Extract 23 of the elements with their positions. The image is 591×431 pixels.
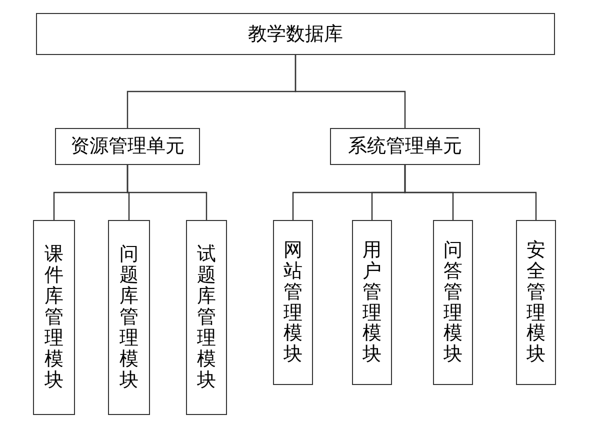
module-box — [516, 220, 556, 385]
connector-line — [126, 165, 208, 220]
unit-box — [55, 128, 200, 165]
module-box — [33, 220, 75, 415]
vertical-label: 试题库管理模块 — [197, 244, 216, 391]
vertical-label: 网站管理模块 — [284, 240, 302, 366]
connector-line — [294, 55, 406, 128]
connector-line — [404, 165, 537, 220]
box-label: 资源管理单元 — [70, 134, 184, 160]
module-box — [352, 220, 392, 385]
module-box — [186, 220, 227, 415]
vertical-label: 安全管理模块 — [526, 240, 546, 366]
box-label: 系统管理单元 — [348, 134, 462, 160]
unit-box — [330, 128, 480, 165]
module-box — [433, 220, 473, 385]
box-label: 教学数据库 — [248, 22, 343, 47]
vertical-label: 课件库管理模块 — [44, 244, 64, 391]
module-box — [273, 220, 313, 385]
unit-box — [36, 13, 555, 55]
vertical-label: 问答管理模块 — [444, 240, 462, 366]
vertical-label: 用户管理模块 — [362, 240, 382, 366]
module-box — [108, 220, 150, 415]
vertical-label: 问题库管理模块 — [120, 244, 138, 391]
